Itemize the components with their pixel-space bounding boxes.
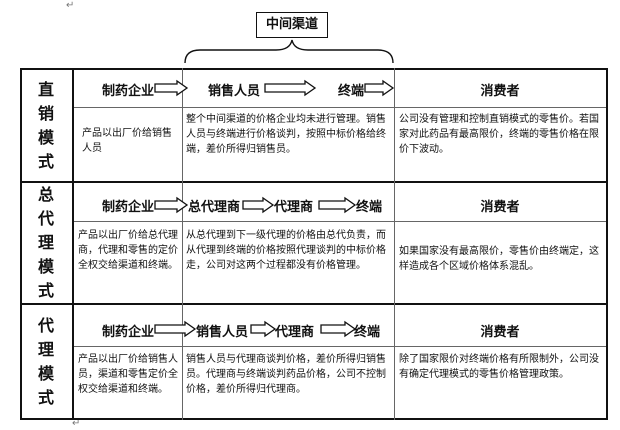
flow-node-sales-staff: 销售人员 (208, 84, 261, 99)
flow-node-consumer: 消费者 (480, 325, 520, 340)
arrow-icon (364, 79, 395, 97)
flow-node-general-agent: 总代理商 (188, 200, 241, 215)
row-3-flow-divider (74, 346, 606, 347)
row-1-flow-divider (74, 107, 606, 108)
arrow-icon (154, 320, 197, 338)
table-bottom-border (20, 418, 608, 420)
row-2-flow-divider (74, 221, 606, 222)
flow-node-agent: 代理商 (274, 200, 314, 215)
mid-left-divider (182, 68, 183, 420)
arrow-icon (250, 320, 277, 338)
general-agency-mid-desc: 从总代理到下一级代理的价格由总代负责，而从代理到终端的价格按照代理谈判的中标价格… (186, 230, 386, 271)
agency-left-desc: 产品以出厂价给销售人员，渠道和零售定价全权交给渠道和终端。 (78, 354, 178, 395)
flow-node-sales-staff: 销售人员 (196, 325, 249, 340)
flow-node-terminal: 终端 (338, 84, 365, 99)
channel-comparison-table: 直销模式 制药企业 销售人员 终端 消费者 产品以出厂价给销售人员 整个中间渠道… (20, 68, 608, 420)
middle-channel-label: 中间渠道 (256, 12, 328, 38)
mode-general-agency: 总代理模式 (37, 185, 54, 300)
arrow-icon (242, 196, 275, 214)
mid-right-divider (394, 68, 395, 420)
row-divider-1 (20, 181, 608, 183)
mode-column-divider (72, 68, 74, 420)
general-agency-right-desc: 如果国家没有最高限价，零售价由终端定，这样造成各个区域价格体系混乱。 (399, 246, 599, 272)
paragraph-mark-top: ↵ (66, 0, 75, 11)
flow-node-consumer: 消费者 (480, 84, 520, 99)
arrow-icon (318, 196, 357, 214)
arrow-icon (264, 79, 317, 97)
arrow-icon (154, 196, 189, 214)
agency-mid-desc: 销售人员与代理商谈判价格，差价所得归销售员。代理商与终端谈判药品价格，公司不控制… (186, 354, 386, 395)
arrow-icon (320, 320, 357, 338)
flow-node-terminal: 终端 (356, 200, 383, 215)
flow-node-manufacturer: 制药企业 (102, 325, 155, 340)
direct-left-desc: 产品以出厂价给销售人员 (82, 128, 172, 154)
table-top-border (20, 68, 608, 70)
flow-node-agent: 代理商 (275, 325, 315, 340)
direct-right-desc: 公司没有管理和控制直销模式的零售价。若国家对此药品有最高限价，终端的零售价格在限… (399, 114, 599, 155)
table-right-border (606, 68, 608, 420)
paragraph-mark-bottom: ↵ (72, 418, 81, 429)
row-divider-2 (20, 303, 608, 305)
mode-agency: 代理模式 (37, 315, 54, 407)
flow-node-consumer: 消费者 (480, 200, 520, 215)
mode-direct-sales: 直销模式 (37, 79, 54, 171)
middle-channel-brace (184, 39, 394, 64)
flow-node-terminal: 终端 (354, 325, 381, 340)
agency-right-desc: 除了国家限价对终端价格有所限制外，公司没有确定代理模式的零售价格管理政策。 (399, 354, 599, 380)
table-left-border (20, 68, 22, 420)
arrow-icon (154, 79, 189, 97)
direct-mid-desc: 整个中间渠道的价格企业均未进行管理。销售人员与终端进行价格谈判，按照中标价格给终… (186, 114, 386, 155)
flow-node-manufacturer: 制药企业 (102, 200, 155, 215)
general-agency-left-desc: 产品以出厂价给总代理商，代理和零售的定价全权交给渠道和终端。 (78, 230, 178, 271)
flow-node-manufacturer: 制药企业 (102, 84, 155, 99)
